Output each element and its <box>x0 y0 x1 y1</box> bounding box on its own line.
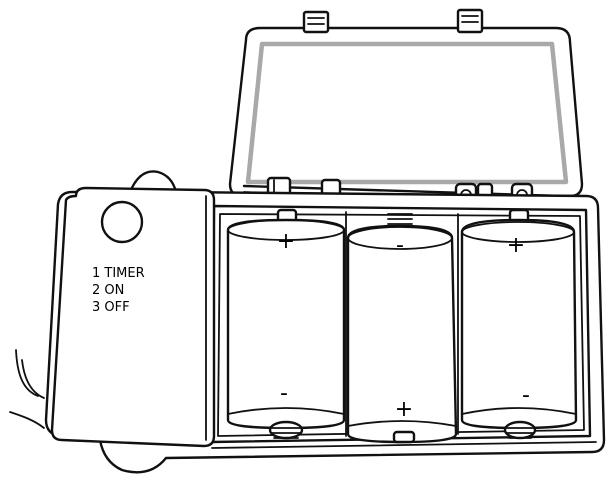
switch-button[interactable] <box>100 200 144 244</box>
battery-right-top-sign: + <box>507 233 525 258</box>
battery-middle-bottom-sign: + <box>395 397 413 422</box>
spring-contact <box>387 213 413 225</box>
lid-gasket <box>245 41 569 185</box>
battery-middle-top-sign: - <box>396 233 404 258</box>
spring-contact <box>503 420 537 440</box>
battery-left: + - <box>226 208 346 440</box>
switch-label-off: 3 OFF <box>92 300 130 315</box>
battery-left-top-sign: + <box>277 229 295 254</box>
switch-label-timer: 1 TIMER <box>92 266 145 281</box>
lid-latch-right <box>456 8 484 34</box>
switch-housing: 1 TIMER 2 ON 3 OFF <box>50 186 216 448</box>
power-cable <box>9 349 45 429</box>
switch-label-on: 2 ON <box>92 283 124 298</box>
battery-middle: - + <box>346 213 458 444</box>
battery-terminal-bottom <box>392 430 416 444</box>
spring-contact <box>268 420 304 440</box>
lid-latch-left <box>302 10 330 34</box>
battery-right: + - <box>460 208 578 440</box>
battery-right-bottom-sign: - <box>522 383 530 408</box>
battery-box-lid <box>228 8 584 198</box>
battery-left-bottom-sign: - <box>280 381 288 406</box>
